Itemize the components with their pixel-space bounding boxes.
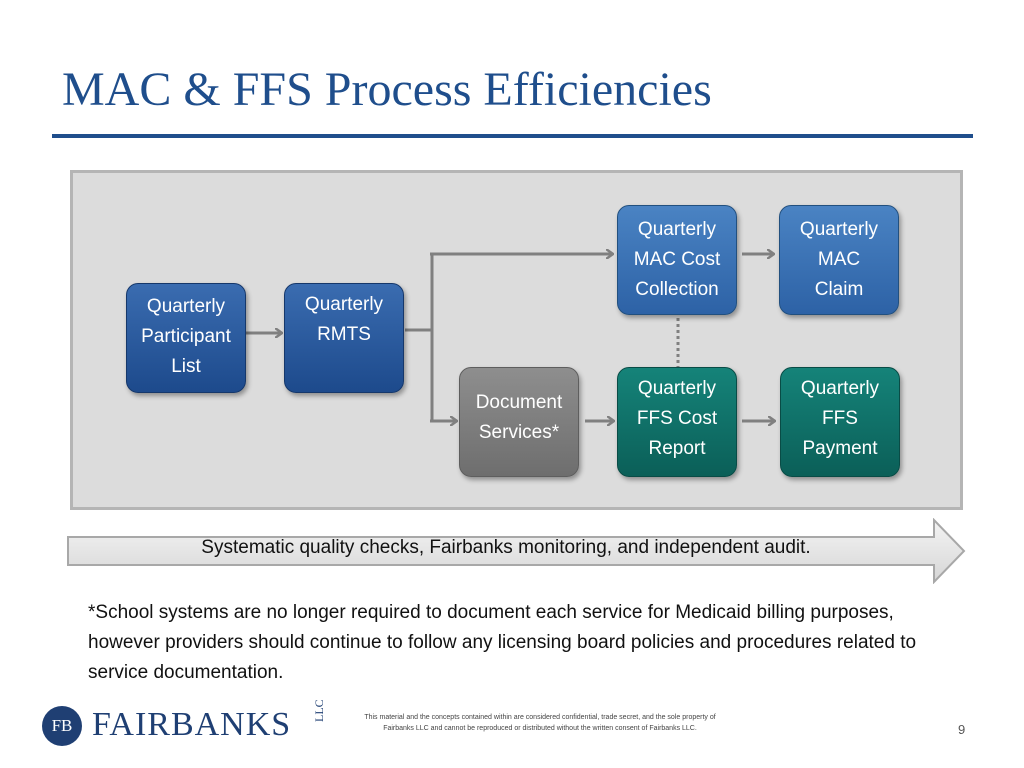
node-quarterly-ffs-cost-report: Quarterly FFS Cost Report [617, 367, 737, 477]
fairbanks-logo-suffix: LLC [312, 699, 326, 722]
node-quarterly-mac-cost-collection: Quarterly MAC Cost Collection [617, 205, 737, 315]
footnote: *School systems are no longer required t… [88, 602, 917, 683]
node-quarterly-mac-claim: Quarterly MAC Claim [779, 205, 899, 315]
node-label: Document Services* [475, 392, 563, 443]
slide-title: MAC & FFS Process Efficiencies [62, 63, 712, 116]
fairbanks-logo-name: FAIRBANKS [92, 706, 292, 743]
node-label: Quarterly RMTS [304, 294, 384, 345]
node-label: Quarterly MAC Claim [799, 219, 879, 300]
banner-arrow [67, 518, 966, 584]
node-label: Quarterly FFS Cost Report [636, 378, 718, 459]
node-label: Quarterly Participant List [141, 296, 231, 377]
fairbanks-logo-mark: FB [42, 706, 82, 746]
node-quarterly-participant-list: Quarterly Participant List [126, 283, 246, 393]
node-quarterly-ffs-payment: Quarterly FFS Payment [780, 367, 900, 477]
node-label: Quarterly FFS Payment [800, 378, 880, 459]
title-underline [52, 134, 973, 138]
page-number: 9 [958, 722, 966, 737]
node-quarterly-rmts: Quarterly RMTS [284, 283, 404, 393]
legal-notice: This material and the concepts contained… [364, 714, 716, 732]
banner-text: Systematic quality checks, Fairbanks mon… [201, 537, 811, 558]
node-document-services: Document Services* [459, 367, 579, 477]
node-label: Quarterly MAC Cost Collection [633, 219, 721, 300]
